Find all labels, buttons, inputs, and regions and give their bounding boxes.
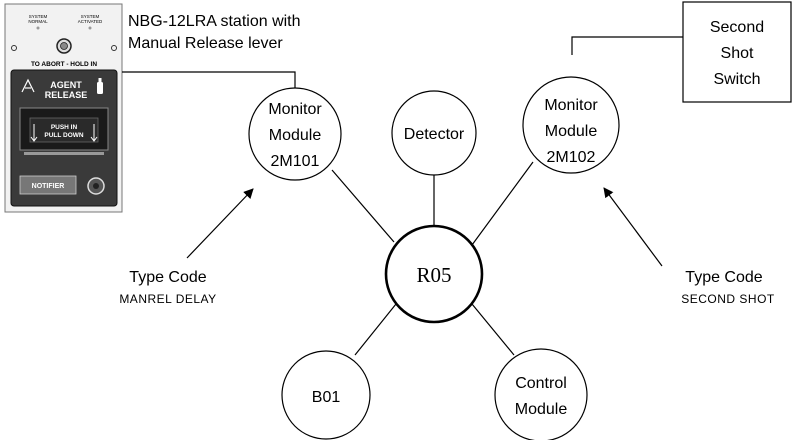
node-label: B01 xyxy=(312,389,341,406)
hazard-icon xyxy=(21,78,35,93)
node-label: R05 xyxy=(416,263,451,287)
push-in-label: PUSH IN xyxy=(51,124,78,131)
down-arrow-icon xyxy=(30,124,38,142)
led-activated-label-2: ACTIVATED xyxy=(78,19,103,24)
extinguisher-icon xyxy=(97,78,103,94)
station-caption-1: NBG-12LRA station with xyxy=(128,13,301,30)
node-label: 2M101 xyxy=(271,153,320,170)
switch-to-monitor2-line xyxy=(571,36,683,55)
node-label: Detector xyxy=(404,126,465,143)
detector-node: Detector xyxy=(391,90,477,176)
left-type-code-arrow xyxy=(186,188,254,259)
nbg-12lra-station: SYSTEM NORMAL SYSTEM ACTIVATED TO ABORT … xyxy=(4,3,123,213)
normal-led-icon xyxy=(36,26,40,30)
switch-label-line-3: Switch xyxy=(713,71,760,88)
type-code-title: Type Code xyxy=(685,269,762,286)
right-type-code-arrow xyxy=(603,187,663,267)
edge-center-b01 xyxy=(354,303,397,356)
node-label: Monitor xyxy=(268,101,322,118)
node-label: 2M102 xyxy=(547,149,596,166)
switch-label-line-2: Shot xyxy=(721,45,754,62)
node-label: Module xyxy=(515,401,568,418)
right-type-code: Type Code SECOND SHOT xyxy=(681,269,775,306)
station-to-monitor1-line xyxy=(122,71,296,92)
node-label: Module xyxy=(269,127,322,144)
brand-logo: NOTIFIER xyxy=(32,183,65,190)
led-activated-label-1: SYSTEM xyxy=(81,14,100,19)
node-label: Module xyxy=(545,123,598,140)
activated-led-icon xyxy=(88,26,92,30)
node-label: Monitor xyxy=(544,97,598,114)
type-code-title: Type Code xyxy=(129,269,206,286)
edge-monitor1-center xyxy=(331,169,395,243)
screw-icon xyxy=(11,45,17,51)
release-label: RELEASE xyxy=(45,90,88,100)
monitor-module-2m101-node: Monitor Module 2M101 xyxy=(248,87,342,181)
switch-label-line-1: Second xyxy=(710,19,764,36)
screw-icon xyxy=(111,45,117,51)
type-code-value: SECOND SHOT xyxy=(681,292,775,306)
edge-center-control xyxy=(471,303,515,356)
down-arrow-icon xyxy=(90,124,98,142)
edge-monitor2-center xyxy=(471,161,534,246)
monitor-module-2m102-node: Monitor Module 2M102 xyxy=(522,76,620,174)
brand-plate xyxy=(19,175,77,195)
abort-text: TO ABORT - HOLD IN xyxy=(31,61,97,68)
control-module-node: Control Module xyxy=(494,348,588,440)
r05-center-node: R05 xyxy=(384,224,484,324)
station-caption-2: Manual Release lever xyxy=(128,35,283,52)
second-shot-switch-box: Second Shot Switch xyxy=(682,1,792,103)
b01-node: B01 xyxy=(281,350,371,440)
node-label: Control xyxy=(515,375,567,392)
agent-label: AGENT xyxy=(50,80,82,90)
pull-down-label: PULL DOWN xyxy=(44,132,84,139)
left-type-code: Type Code MANREL DELAY xyxy=(119,269,216,306)
type-code-value: MANREL DELAY xyxy=(119,292,216,306)
led-normal-label-1: SYSTEM xyxy=(29,14,48,19)
led-normal-label-2: NORMAL xyxy=(28,19,48,24)
